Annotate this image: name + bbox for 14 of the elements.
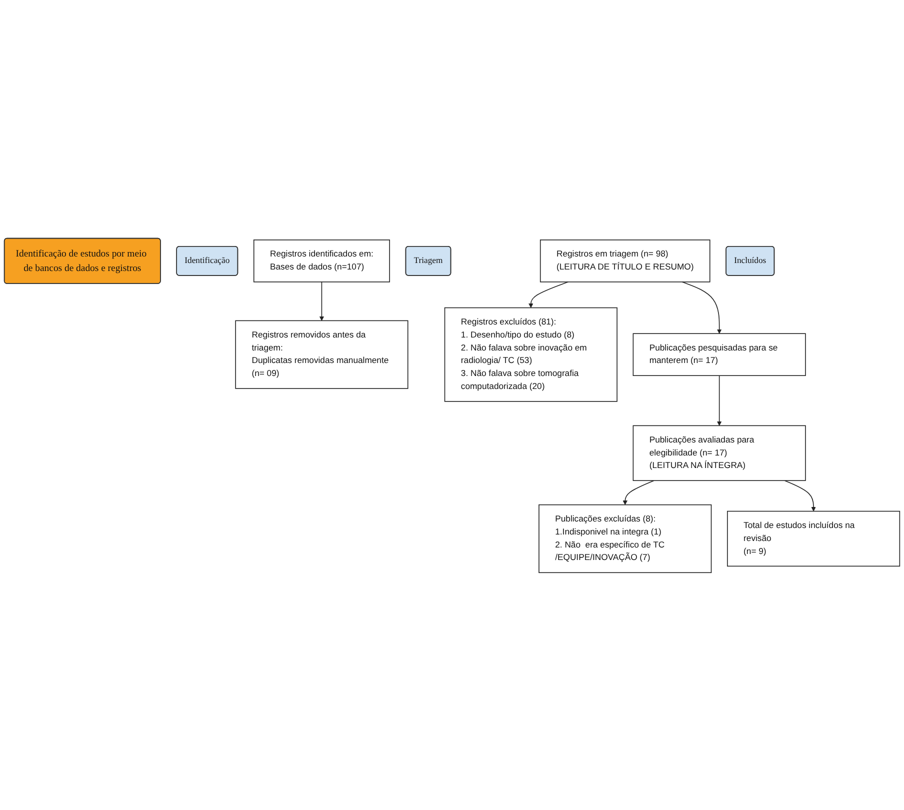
arrow <box>682 281 722 334</box>
node-box: Registros em triagem (n= 98) (LEITURA DE TÍTULO E RESUMO) <box>540 239 710 282</box>
node-box: Registros identificados em: Bases de dados (n=107) <box>253 239 390 282</box>
arrow <box>784 480 816 511</box>
node-box: Publicações avaliadas para elegibilidade (n= 17) (LEITURA NA ÍNTEGRA) <box>632 424 806 480</box>
arrow <box>716 374 722 426</box>
arrow <box>319 281 324 320</box>
node-box: Total de estudos incluídos na revisão (n= 9) <box>727 510 900 566</box>
node-box: Publicações pesquisadas para se manterem (n= 17) <box>632 332 806 376</box>
node-box: Publicações excluídas (8): 1.Indisponivel na integra (1) 2. Não era específico de TC /EQUIPE/INOVAÇÃO (7) <box>538 504 712 573</box>
node-box: Registros removidos antes da triagem: Duplicatas removidas manualmente (n= 09) <box>235 320 408 388</box>
node-box: Registros excluídos (81): 1. Desenho/tipo do estudo (8) 2. Não falava sobre inovação em radiologia/ TC (53) 3. Não falava sobre tomografia computadorizada (20) <box>444 306 618 402</box>
arrow <box>528 281 569 308</box>
arrow <box>622 480 654 505</box>
